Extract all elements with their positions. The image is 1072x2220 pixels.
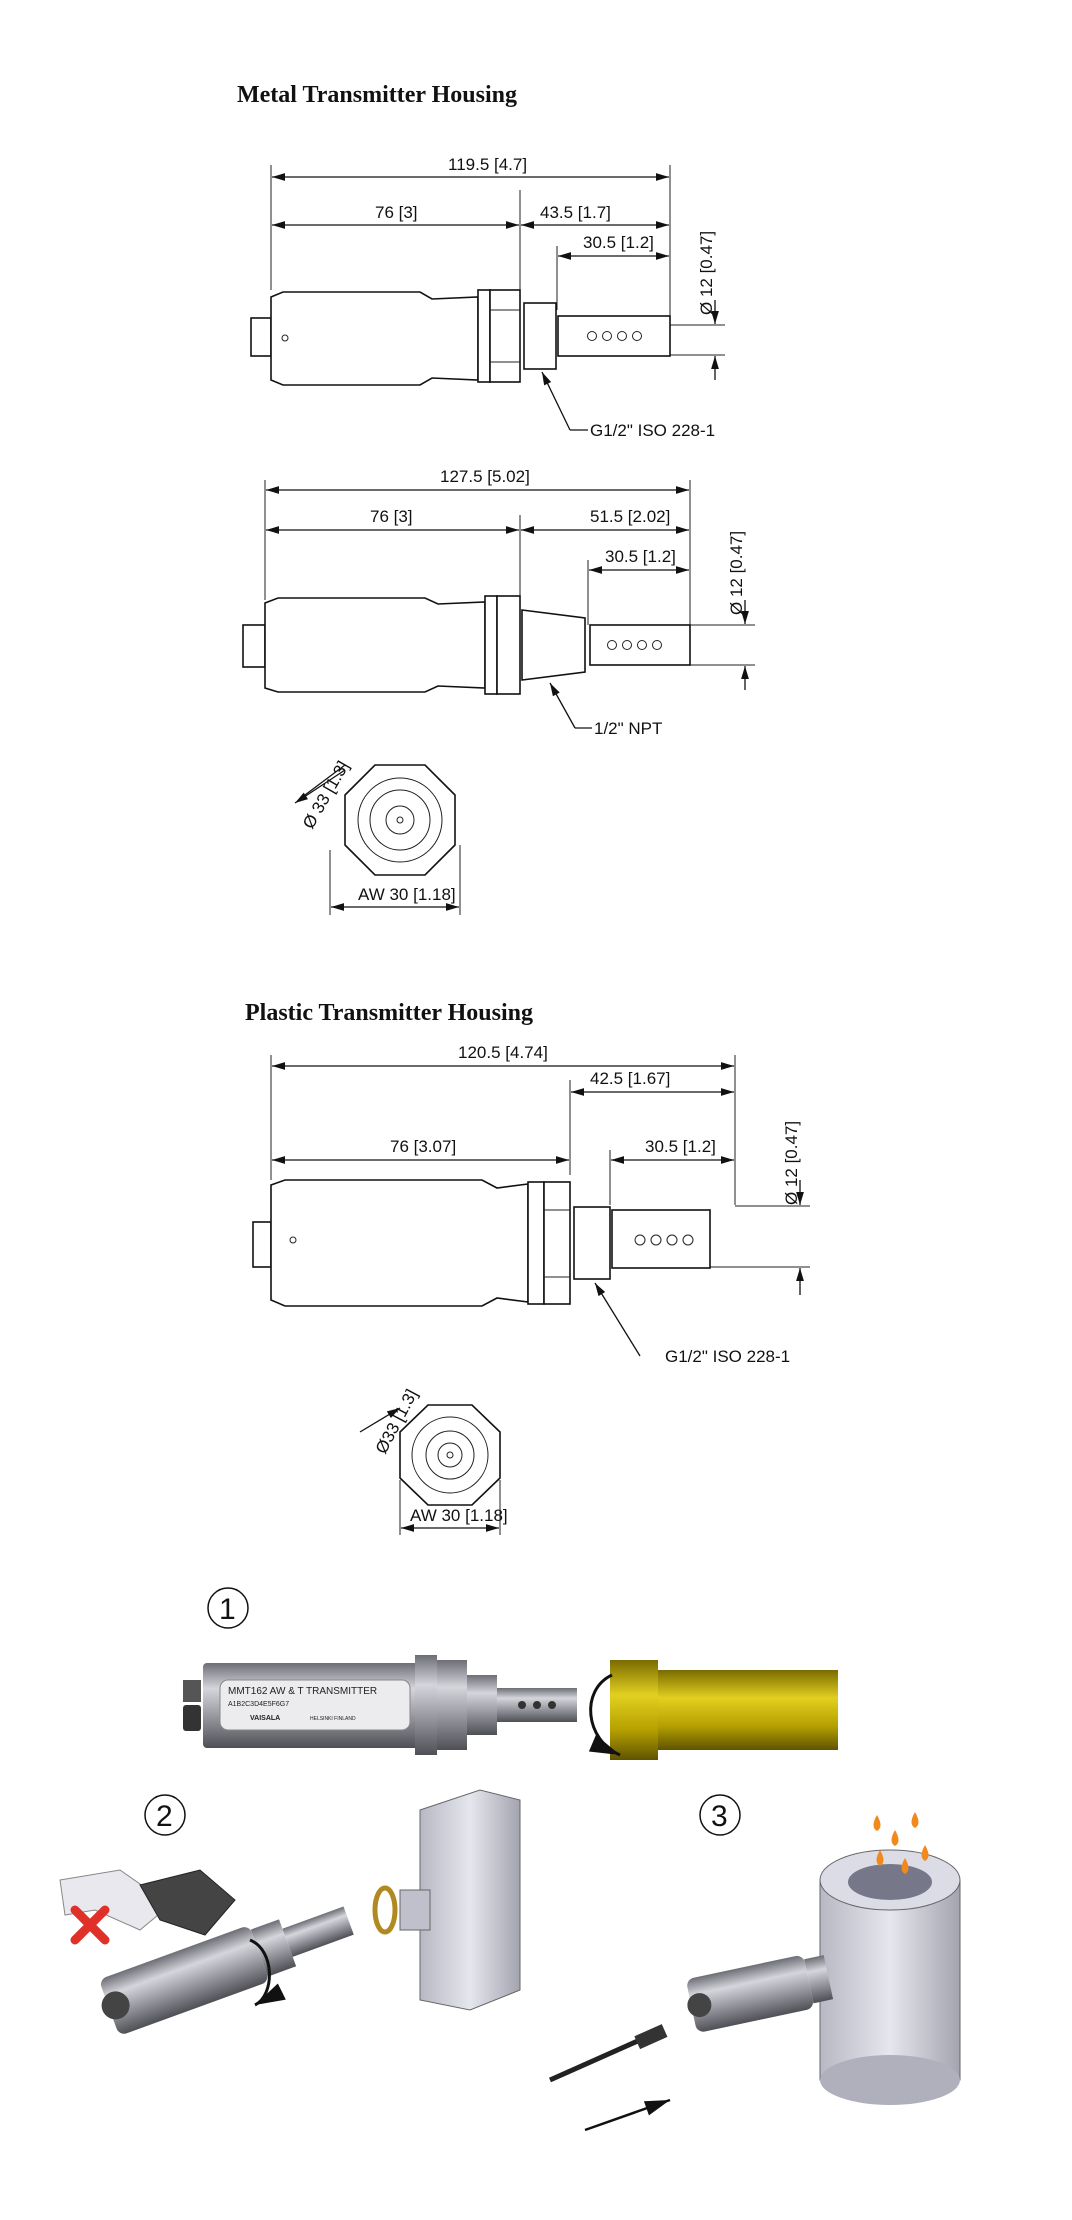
cable bbox=[548, 2037, 642, 2083]
thread-label: G1/2" ISO 228-1 bbox=[590, 421, 715, 440]
product-serial: A1B2C3D4E5F6G7 bbox=[228, 1701, 289, 1708]
drawing-metal-end-view: Ø 33 [1.3] AW 30 [1.18] bbox=[294, 758, 461, 915]
dim-overall: 120.5 [4.74] bbox=[458, 1043, 548, 1062]
thread-label: 1/2" NPT bbox=[594, 719, 662, 738]
dim-front: 51.5 [2.02] bbox=[590, 507, 670, 526]
installation-step-3: 3 bbox=[548, 1794, 961, 2132]
drawing-plastic-end-view: Ø33 [1.3] AW 30 [1.18] bbox=[359, 1386, 508, 1535]
dim-body: 76 [3] bbox=[375, 203, 418, 222]
liquid-drops-icon bbox=[873, 1812, 929, 1874]
wrench-wrong-icon bbox=[59, 1869, 171, 1931]
sealing-ring bbox=[372, 1885, 398, 1935]
dim-body: 76 [3.07] bbox=[390, 1137, 456, 1156]
dim-body: 76 [3] bbox=[370, 507, 413, 526]
step-number: 3 bbox=[711, 1800, 728, 1833]
drawing-plastic-housing: 120.5 [4.74] 42.5 [1.67] 76 [3.07] 30.5 … bbox=[252, 1043, 810, 1366]
dim-diameter: Ø 12 [0.47] bbox=[727, 531, 746, 615]
dim-probe: 30.5 [1.2] bbox=[583, 233, 654, 252]
step-number: 1 bbox=[219, 1593, 236, 1626]
dim-front: 42.5 [1.67] bbox=[590, 1069, 670, 1088]
dim-diameter: Ø 12 [0.47] bbox=[697, 231, 716, 315]
product-model: MMT162 AW & T TRANSMITTER bbox=[228, 1686, 377, 1697]
section-title-plastic: Plastic Transmitter Housing bbox=[245, 1000, 533, 1026]
dim-wrench-size: AW 30 [1.18] bbox=[410, 1506, 508, 1525]
installation-step-1: 1 MMT162 AW & T TRANSMITTER A1B2C3D4E5F6… bbox=[183, 1587, 838, 1760]
cross-icon bbox=[70, 1905, 110, 1945]
dim-overall: 119.5 [4.7] bbox=[448, 155, 527, 174]
dim-diameter: Ø 12 [0.47] bbox=[782, 1121, 801, 1205]
drawing-metal-g-thread: 119.5 [4.7] 76 [3] 43.5 [1.7] 30.5 [1.2]… bbox=[250, 155, 725, 440]
dim-probe: 30.5 [1.2] bbox=[605, 547, 676, 566]
product-origin: HELSINKI FINLAND bbox=[310, 1716, 356, 1722]
wrench-icon bbox=[139, 1869, 236, 1936]
rotate-arrow-icon bbox=[588, 1673, 621, 1757]
dim-overall: 127.5 [5.02] bbox=[440, 467, 530, 486]
step-number: 2 bbox=[156, 1800, 173, 1833]
arrow-icon bbox=[584, 2098, 671, 2132]
dim-front: 43.5 [1.7] bbox=[540, 203, 611, 222]
dim-probe: 30.5 [1.2] bbox=[645, 1137, 716, 1156]
thread-label: G1/2" ISO 228-1 bbox=[665, 1347, 790, 1366]
product-brand: VAISALA bbox=[250, 1715, 280, 1722]
drawing-metal-npt-thread: 127.5 [5.02] 76 [3] 51.5 [2.02] 30.5 [1.… bbox=[242, 467, 755, 738]
dim-wrench-size: AW 30 [1.18] bbox=[358, 885, 456, 904]
installation-step-2: 2 bbox=[59, 1789, 521, 2034]
section-title-metal: Metal Transmitter Housing bbox=[237, 82, 517, 108]
rotate-arrow-icon bbox=[249, 1938, 286, 2007]
